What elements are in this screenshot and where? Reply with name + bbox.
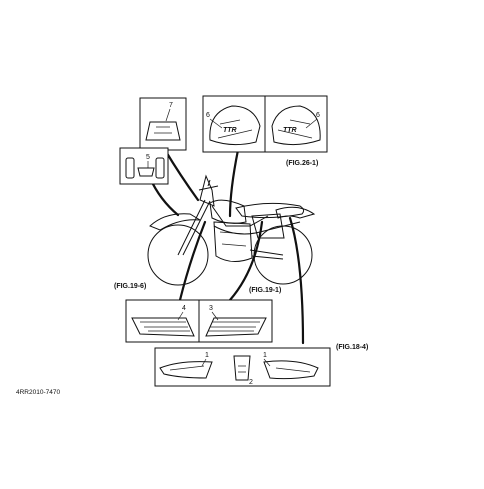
callout-box-6: TTR 6 TTR 6 <box>202 95 328 153</box>
shroud-decal-right <box>205 317 267 337</box>
frame <box>211 205 269 227</box>
part-7-decal-inner <box>154 126 172 134</box>
part-number-7: 7 <box>169 102 173 109</box>
callout-box-4-3: 4 3 <box>125 299 273 343</box>
leader-lines <box>148 148 305 345</box>
center-bracket <box>233 355 251 381</box>
part-7-decal <box>145 121 181 141</box>
part-number-3: 3 <box>209 305 213 312</box>
headlight-cowl <box>199 174 215 207</box>
part-number-1b: 1 <box>263 352 267 359</box>
part-number-4: 4 <box>182 305 186 312</box>
front-wheel <box>147 224 209 286</box>
part-5-plate <box>137 167 155 177</box>
leader-tick <box>165 108 171 122</box>
ref-fig-19-6: (FIG.19-6) <box>114 283 146 290</box>
shroud-decal-left <box>131 317 195 337</box>
seat <box>235 202 305 219</box>
callout-box-1-2-1: 1 2 1 <box>154 347 331 387</box>
fuel-tank <box>209 199 247 224</box>
callout-box-5: 5 <box>119 147 169 185</box>
fender-decal-right <box>263 360 319 380</box>
callout-box-7: 7 <box>139 97 187 151</box>
ref-fig-19-1: (FIG.19-1) <box>249 287 281 294</box>
engine <box>213 221 253 262</box>
part-number-6a: 6 <box>206 112 210 119</box>
handlebar <box>198 179 219 191</box>
tank-decal-right <box>271 105 321 146</box>
part-5-left-grip <box>125 157 135 179</box>
front-fork <box>177 199 211 256</box>
tank-emblem-left: TTR <box>223 127 237 134</box>
ref-fig-26-1: (FIG.26-1) <box>286 160 318 167</box>
tank-emblem-right: TTR <box>283 127 297 134</box>
rear-fender <box>275 206 316 219</box>
fender-decal-left <box>159 361 213 379</box>
ref-fig-18-4: (FIG.18-4) <box>336 344 368 351</box>
figure-code: 4RR2010-7470 <box>16 389 60 396</box>
front-fender <box>149 213 201 231</box>
part-number-2: 2 <box>249 379 253 386</box>
part-5-right-grip <box>155 157 165 179</box>
part-number-5: 5 <box>146 154 150 161</box>
side-cover <box>251 213 285 239</box>
part-number-6b: 6 <box>316 112 320 119</box>
part-number-1a: 1 <box>205 352 209 359</box>
tank-decal-left <box>209 105 261 146</box>
